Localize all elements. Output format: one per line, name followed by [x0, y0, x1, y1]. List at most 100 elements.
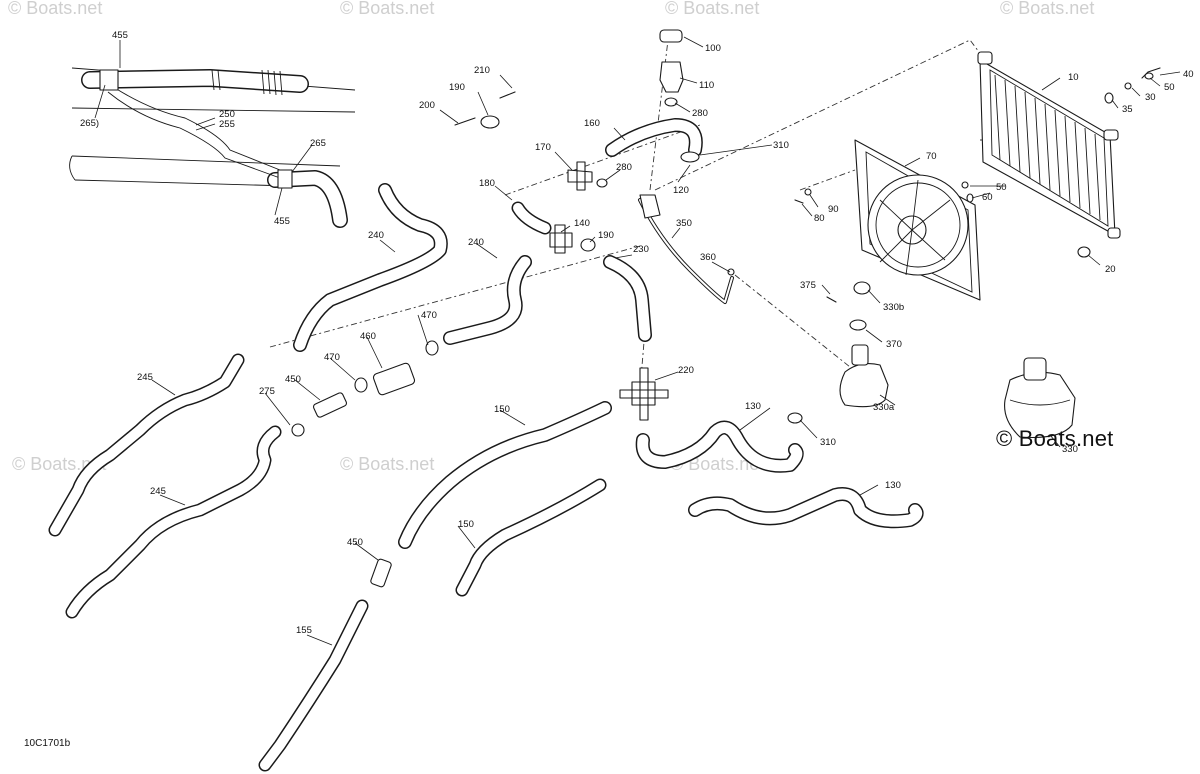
callout-100: 100 [705, 43, 721, 54]
radiator-10 [977, 51, 1121, 239]
callout-350: 350 [676, 218, 692, 229]
callout-90: 90 [828, 204, 839, 215]
callout-280: 280 [692, 108, 708, 119]
callout-245: 245 [150, 486, 166, 497]
connector-450 [312, 392, 348, 418]
callout-160: 160 [584, 118, 600, 129]
hose-150-lower [455, 478, 607, 597]
screw-375 [826, 296, 837, 303]
clamp-470 [425, 340, 439, 356]
callout-200: 200 [419, 100, 435, 111]
hose-180 [511, 201, 552, 235]
clamp-280 [664, 97, 678, 107]
inset-hose-detail [69, 67, 356, 228]
grommet-35 [1104, 92, 1114, 104]
callout-30: 30 [1145, 92, 1156, 103]
callout-375: 375 [800, 280, 816, 291]
callout-245: 245 [137, 372, 153, 383]
callout-130: 130 [885, 480, 901, 491]
screw-200 [454, 117, 476, 126]
hose-clamp-455 [99, 69, 119, 91]
washer-50 [961, 181, 969, 189]
callout-470: 470 [324, 352, 340, 363]
callout-120: 120 [673, 185, 689, 196]
screw-210 [499, 91, 516, 99]
callout-155: 155 [296, 625, 312, 636]
callout-280: 280 [616, 162, 632, 173]
hose-245-upper [48, 353, 245, 537]
clamp-280 [596, 178, 608, 188]
callout-190: 190 [449, 82, 465, 93]
watermark-text: © Boats.net [12, 454, 106, 474]
callout-210: 210 [474, 65, 490, 76]
filler-neck-110 [659, 61, 684, 93]
watermark-layer: © Boats.net © Boats.net © Boats.net © Bo… [8, 0, 1094, 474]
callout-255: 255 [219, 119, 235, 130]
clamp-310 [680, 151, 700, 163]
callout-240: 240 [468, 237, 484, 248]
callout-220: 220 [678, 365, 694, 376]
callout-80: 80 [814, 213, 825, 224]
washer-50 [1144, 72, 1154, 80]
callout-275: 275 [259, 386, 275, 397]
callout-labels: 455 265) 250 255 265 455 210 190 200 100… [80, 30, 1194, 636]
boats-net-logo: © Boats.net [996, 426, 1114, 451]
callout-130: 130 [745, 401, 761, 412]
callout-10: 10 [1068, 72, 1079, 83]
nut-30 [1124, 82, 1132, 90]
callout-265: 265 [310, 138, 326, 149]
callout-35: 35 [1122, 104, 1133, 115]
tee-fitting-140 [549, 224, 573, 254]
callout-40: 40 [1183, 69, 1194, 80]
hose-150-upper [398, 401, 612, 549]
callout-250: 250 [219, 109, 235, 120]
callout-110: 110 [699, 80, 714, 91]
clamp-190 [580, 238, 596, 252]
callout-310: 310 [820, 437, 836, 448]
callout-240: 240 [368, 230, 384, 241]
callout-460: 460 [360, 331, 376, 342]
fittings [291, 29, 803, 588]
hose-240-left [293, 183, 448, 352]
callout-50: 50 [996, 182, 1007, 193]
hose-245-lower [65, 425, 282, 619]
reservoir-330 [1004, 357, 1076, 439]
clamp-275 [291, 423, 305, 437]
hose-160 [605, 118, 703, 157]
hose-130-lower [688, 487, 924, 529]
callout-230: 230 [633, 244, 649, 255]
callout-450: 450 [285, 374, 301, 385]
callout-455: 455 [112, 30, 128, 41]
reservoir-330a [826, 281, 889, 408]
callout-310: 310 [773, 140, 789, 151]
nut-90 [804, 188, 812, 196]
watermark-text: © Boats.net [340, 0, 434, 18]
callout-leaders [94, 36, 1181, 646]
clamp-470 [354, 377, 368, 393]
inset-hose-upper [81, 69, 309, 96]
hose-230 [603, 255, 652, 342]
inset-hose-lower [267, 170, 348, 228]
watermark-text: © Boats.net [1000, 0, 1094, 18]
radiator-cap-100 [659, 29, 683, 43]
callout-330: 330 [1062, 444, 1078, 455]
cap-330b [853, 281, 871, 295]
sleeve-460 [372, 362, 416, 396]
hose-130-upper [635, 420, 804, 473]
callout-450: 450 [347, 537, 363, 548]
callout-60: 60 [982, 192, 993, 203]
callout-170: 170 [535, 142, 551, 153]
callout-190: 190 [598, 230, 614, 241]
connector-450 [370, 558, 392, 588]
callout-330b: 330b [883, 302, 904, 313]
fan-shroud-70 [854, 139, 981, 301]
callout-330a: 330a [873, 402, 895, 413]
callout-150: 150 [494, 404, 510, 415]
hose-155 [258, 599, 369, 772]
elbow-120 [639, 194, 661, 219]
hose-clamp-455 [277, 169, 293, 189]
callout-470: 470 [421, 310, 437, 321]
callout-370: 370 [886, 339, 902, 350]
callout-265: 265) [80, 118, 99, 129]
